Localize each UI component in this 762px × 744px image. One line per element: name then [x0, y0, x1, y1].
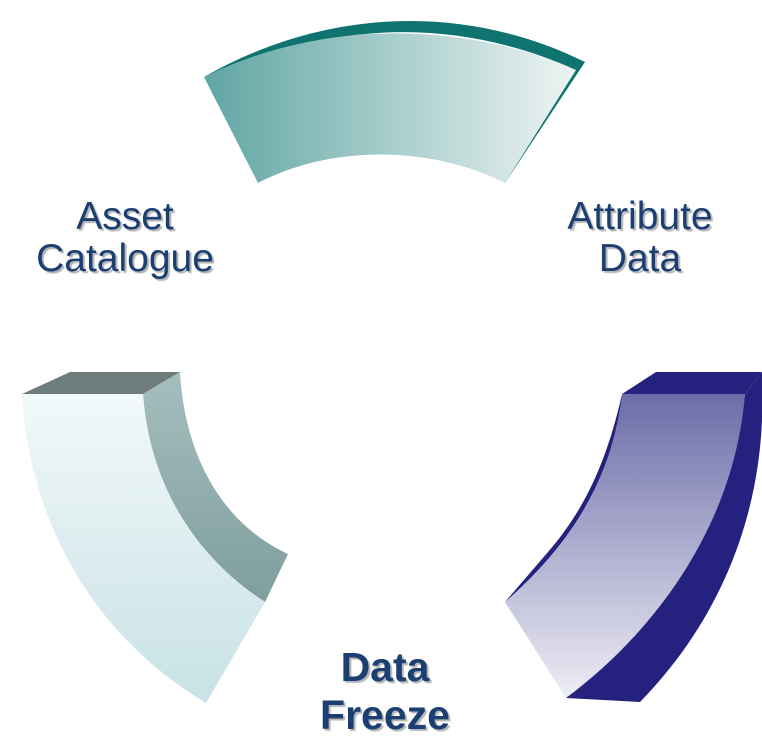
- label-attribute-data: Attribute Data: [520, 195, 760, 281]
- label-asset-catalogue: Asset Catalogue: [10, 195, 240, 281]
- label-freeze-line-2: Freeze: [320, 691, 450, 738]
- arc-top-rim: [204, 20, 585, 80]
- label-asset-line-1: Asset: [76, 195, 174, 238]
- label-data-freeze: Data Freeze: [300, 644, 470, 740]
- arc-right-side: [566, 372, 762, 702]
- arc-left-top: [22, 372, 180, 394]
- arc-left-face: [22, 394, 265, 703]
- label-freeze-line-1: Data: [340, 644, 430, 690]
- arc-right-top: [622, 372, 762, 394]
- arc-right-face: [505, 394, 745, 698]
- arc-segment-right: [505, 372, 762, 702]
- arc-top-face: [204, 33, 576, 184]
- arc-segment-top: [204, 20, 585, 184]
- label-asset-line-2: Catalogue: [36, 237, 214, 281]
- arc-segment-left: [22, 372, 288, 703]
- arc-left-side: [143, 372, 288, 602]
- label-attribute-line-1: Attribute: [567, 195, 713, 238]
- label-attribute-line-2: Data: [598, 237, 682, 281]
